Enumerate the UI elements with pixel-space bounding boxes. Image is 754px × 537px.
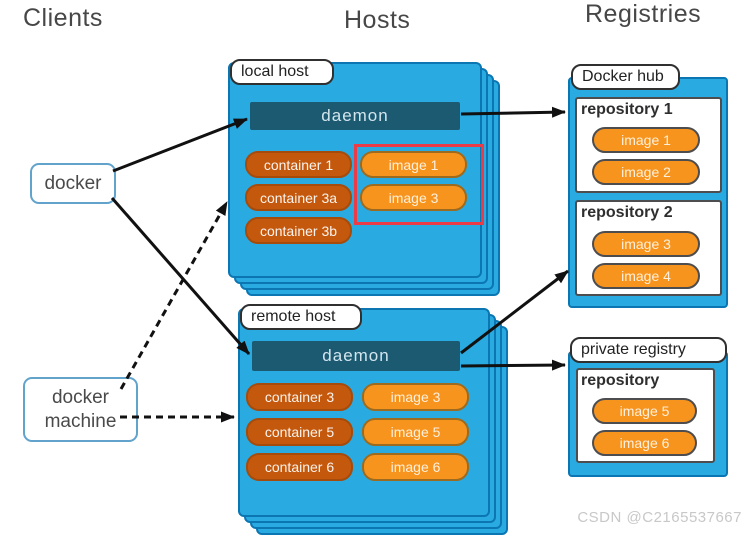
image-pill: image 3 bbox=[362, 383, 469, 411]
image-pill: image 4 bbox=[592, 263, 700, 289]
repository-label: repository 1 bbox=[581, 101, 673, 118]
container-pill: container 6 bbox=[246, 453, 353, 481]
image-pill: image 6 bbox=[362, 453, 469, 481]
watermark-text: CSDN @C2165537667 bbox=[577, 509, 742, 526]
image-pill: image 3 bbox=[592, 231, 700, 257]
image-pill: image 5 bbox=[592, 398, 697, 424]
local-host-tab: local host bbox=[230, 59, 334, 85]
arrow-docker-machine-to-local-host bbox=[119, 201, 229, 390]
image-pill: image 3 bbox=[360, 184, 467, 211]
image-pill: image 5 bbox=[362, 418, 469, 446]
container-pill: container 3a bbox=[245, 184, 352, 211]
registries-column-header: Registries bbox=[585, 0, 702, 28]
docker-client-box: docker bbox=[30, 163, 116, 204]
docker-machine-client-box: docker machine bbox=[23, 377, 138, 442]
image-pill: image 1 bbox=[360, 151, 467, 178]
docker-hub-tab: Docker hub bbox=[571, 64, 680, 90]
image-pill: image 6 bbox=[592, 430, 697, 456]
repository-label: repository bbox=[581, 372, 660, 389]
image-pill: image 2 bbox=[592, 159, 700, 185]
remote-host-tab: remote host bbox=[240, 304, 362, 330]
arrow-docker-to-local-daemon bbox=[112, 117, 248, 173]
container-pill: container 1 bbox=[245, 151, 352, 178]
image-pill: image 1 bbox=[592, 127, 700, 153]
clients-column-header: Clients bbox=[23, 4, 103, 32]
container-pill: container 3 bbox=[246, 383, 353, 411]
local-host-daemon-bar: daemon bbox=[250, 102, 460, 130]
remote-host-daemon-bar: daemon bbox=[252, 341, 460, 371]
container-pill: container 5 bbox=[246, 418, 353, 446]
repository-label: repository 2 bbox=[581, 204, 673, 221]
remote-host-card bbox=[238, 308, 490, 517]
image-highlight-rect bbox=[354, 144, 484, 225]
container-pill: container 3b bbox=[245, 217, 352, 244]
private-registry-tab: private registry bbox=[570, 337, 727, 363]
hosts-column-header: Hosts bbox=[344, 6, 411, 34]
